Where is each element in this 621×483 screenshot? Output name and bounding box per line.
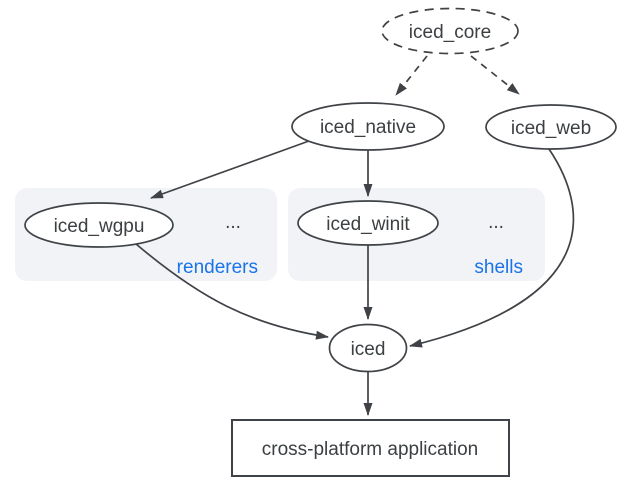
- shells-ellipsis: ...: [488, 212, 504, 233]
- node-iced_core: [381, 7, 519, 55]
- node-iced-label: iced: [351, 339, 386, 360]
- node-application: [231, 419, 510, 477]
- edge-iced_core-to-iced_native: [395, 55, 428, 96]
- node-iced_native: [291, 102, 445, 151]
- node-iced_winit: [297, 200, 439, 246]
- node-iced_wgpu-label: iced_wgpu: [54, 216, 145, 237]
- node-iced_wgpu: [24, 202, 174, 248]
- node-iced_native-label: iced_native: [320, 117, 416, 138]
- edge-iced_core-to-iced_web: [470, 55, 520, 95]
- edge-iced_web-to-iced: [409, 148, 575, 348]
- shells-group-label: shells: [474, 257, 523, 278]
- renderers-ellipsis: ...: [225, 212, 241, 233]
- node-iced_winit-label: iced_winit: [326, 214, 410, 235]
- node-iced: [328, 323, 408, 373]
- node-iced_core-label: iced_core: [409, 22, 491, 43]
- edge-iced_wgpu-to-iced: [135, 243, 329, 340]
- node-iced_web-label: iced_web: [511, 118, 591, 139]
- renderers-group-label: renderers: [177, 257, 258, 278]
- node-iced_web: [485, 104, 617, 150]
- edge-iced_native-to-iced_wgpu: [150, 140, 310, 199]
- node-application-label: cross-platform application: [262, 439, 478, 460]
